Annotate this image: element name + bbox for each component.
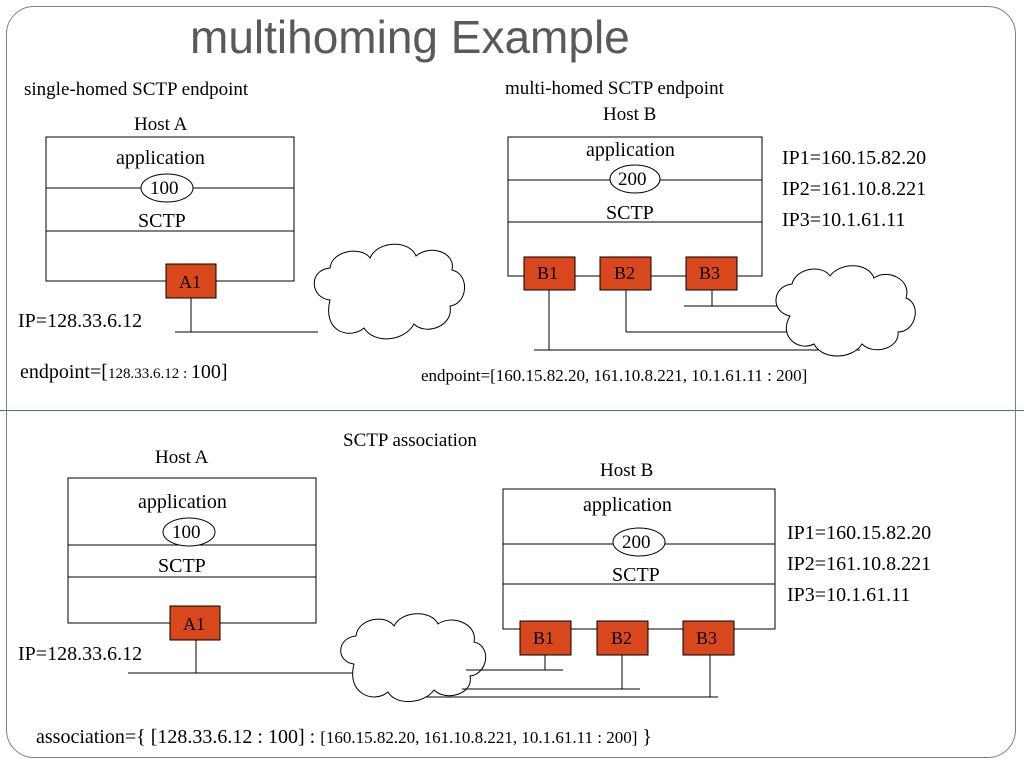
slide-frame [6, 6, 1016, 758]
single-homed-caption: single-homed SCTP endpoint [24, 79, 249, 100]
bottom-host-b-app-label: application [583, 494, 672, 516]
top-host-a-port: 100 [150, 178, 179, 199]
bottom-host-b-port-ellipse [612, 527, 666, 557]
top-host-a-transport: SCTP [138, 210, 186, 232]
bottom-host-a-transport: SCTP [158, 555, 206, 577]
top-host-b-interface-b2 [599, 256, 652, 291]
bottom-host-b-interface-b2 [596, 620, 649, 656]
top-host-b-transport: SCTP [606, 202, 654, 224]
bottom-host-b-interface-b3-label: B3 [696, 628, 718, 648]
bottom-host-a-interface-label: A1 [183, 614, 205, 634]
top-host-b-port: 200 [618, 169, 647, 190]
top-endpoint-port: 100] [190, 361, 228, 383]
top-host-b-interface-b2-label: B2 [614, 263, 636, 283]
slide-title: multihoming Example [190, 11, 630, 63]
section-divider [0, 410, 1024, 411]
bottom-host-b-interface-b3 [682, 620, 735, 656]
bottom-host-a-name: Host A [155, 447, 209, 468]
top-host-a [45, 136, 318, 333]
top-host-b-endpoint: endpoint=[160.15.82.20, 161.10.8.221, 10… [421, 366, 808, 385]
bottom-host-a-port-ellipse [162, 517, 216, 547]
top-cloud-left [313, 243, 465, 340]
association-suffix: } [637, 726, 652, 748]
top-host-b [507, 136, 860, 351]
top-host-b-interface-b1-label: B1 [537, 263, 559, 283]
bottom-host-b-interface-b2-label: B2 [611, 628, 633, 648]
top-host-a-name: Host A [134, 114, 188, 135]
top-host-b-interface-b3-label: B3 [699, 263, 721, 283]
bottom-host-b-transport: SCTP [612, 564, 660, 586]
association-line: association={ [128.33.6.12 : 100] : [160… [36, 727, 652, 747]
bottom-host-a-port: 100 [172, 522, 201, 543]
top-host-b-interface-b1 [523, 256, 576, 291]
association-caption: SCTP association [343, 430, 477, 451]
top-endpoint-ip: 128.33.6.12 : [107, 366, 191, 382]
top-host-b-ip1: IP1=160.15.82.20 [782, 147, 927, 169]
top-host-a-app-label: application [116, 147, 205, 169]
bottom-host-b-ip1: IP1=160.15.82.20 [787, 522, 932, 544]
top-host-b-app-label: application [586, 139, 675, 161]
multi-homed-caption: multi-homed SCTP endpoint [505, 78, 724, 99]
association-prefix: association={ [128.33.6.12 : 100] : [36, 726, 321, 748]
bottom-host-b-interface-b1-label: B1 [533, 628, 555, 648]
top-endpoint-prefix: endpoint=[ [20, 361, 108, 383]
bottom-host-b-ip3: IP3=10.1.61.11 [787, 584, 911, 606]
bottom-host-b-interface-b1 [519, 620, 572, 656]
bottom-host-b-port: 200 [622, 532, 651, 553]
bottom-cloud [340, 613, 487, 702]
top-host-b-name: Host B [603, 104, 657, 125]
top-host-b-ip2: IP2=161.10.8.221 [782, 178, 927, 200]
top-host-a-interface-label: A1 [179, 272, 201, 292]
bottom-host-a-ip: IP=128.33.6.12 [18, 643, 143, 665]
top-cloud-right [775, 265, 916, 357]
bottom-host-b [426, 488, 776, 698]
bottom-host-a-app-label: application [138, 491, 227, 513]
bottom-host-a-interface-a1 [169, 605, 221, 641]
top-host-a-port-ellipse [140, 173, 194, 203]
top-host-b-interface-b3 [685, 256, 738, 291]
top-host-a-interface-a1 [165, 263, 217, 299]
bottom-host-a [67, 477, 360, 674]
bottom-host-b-ip2: IP2=161.10.8.221 [787, 553, 932, 575]
bottom-host-b-name: Host B [600, 460, 654, 481]
top-host-b-ip3: IP3=10.1.61.11 [782, 209, 906, 231]
top-host-a-ip: IP=128.33.6.12 [18, 310, 143, 332]
top-host-a-endpoint: endpoint=[128.33.6.12 : 100] [20, 362, 228, 382]
top-host-b-port-ellipse [609, 164, 661, 194]
association-list: [160.15.82.20, 161.10.8.221, 10.1.61.11 … [320, 728, 638, 747]
